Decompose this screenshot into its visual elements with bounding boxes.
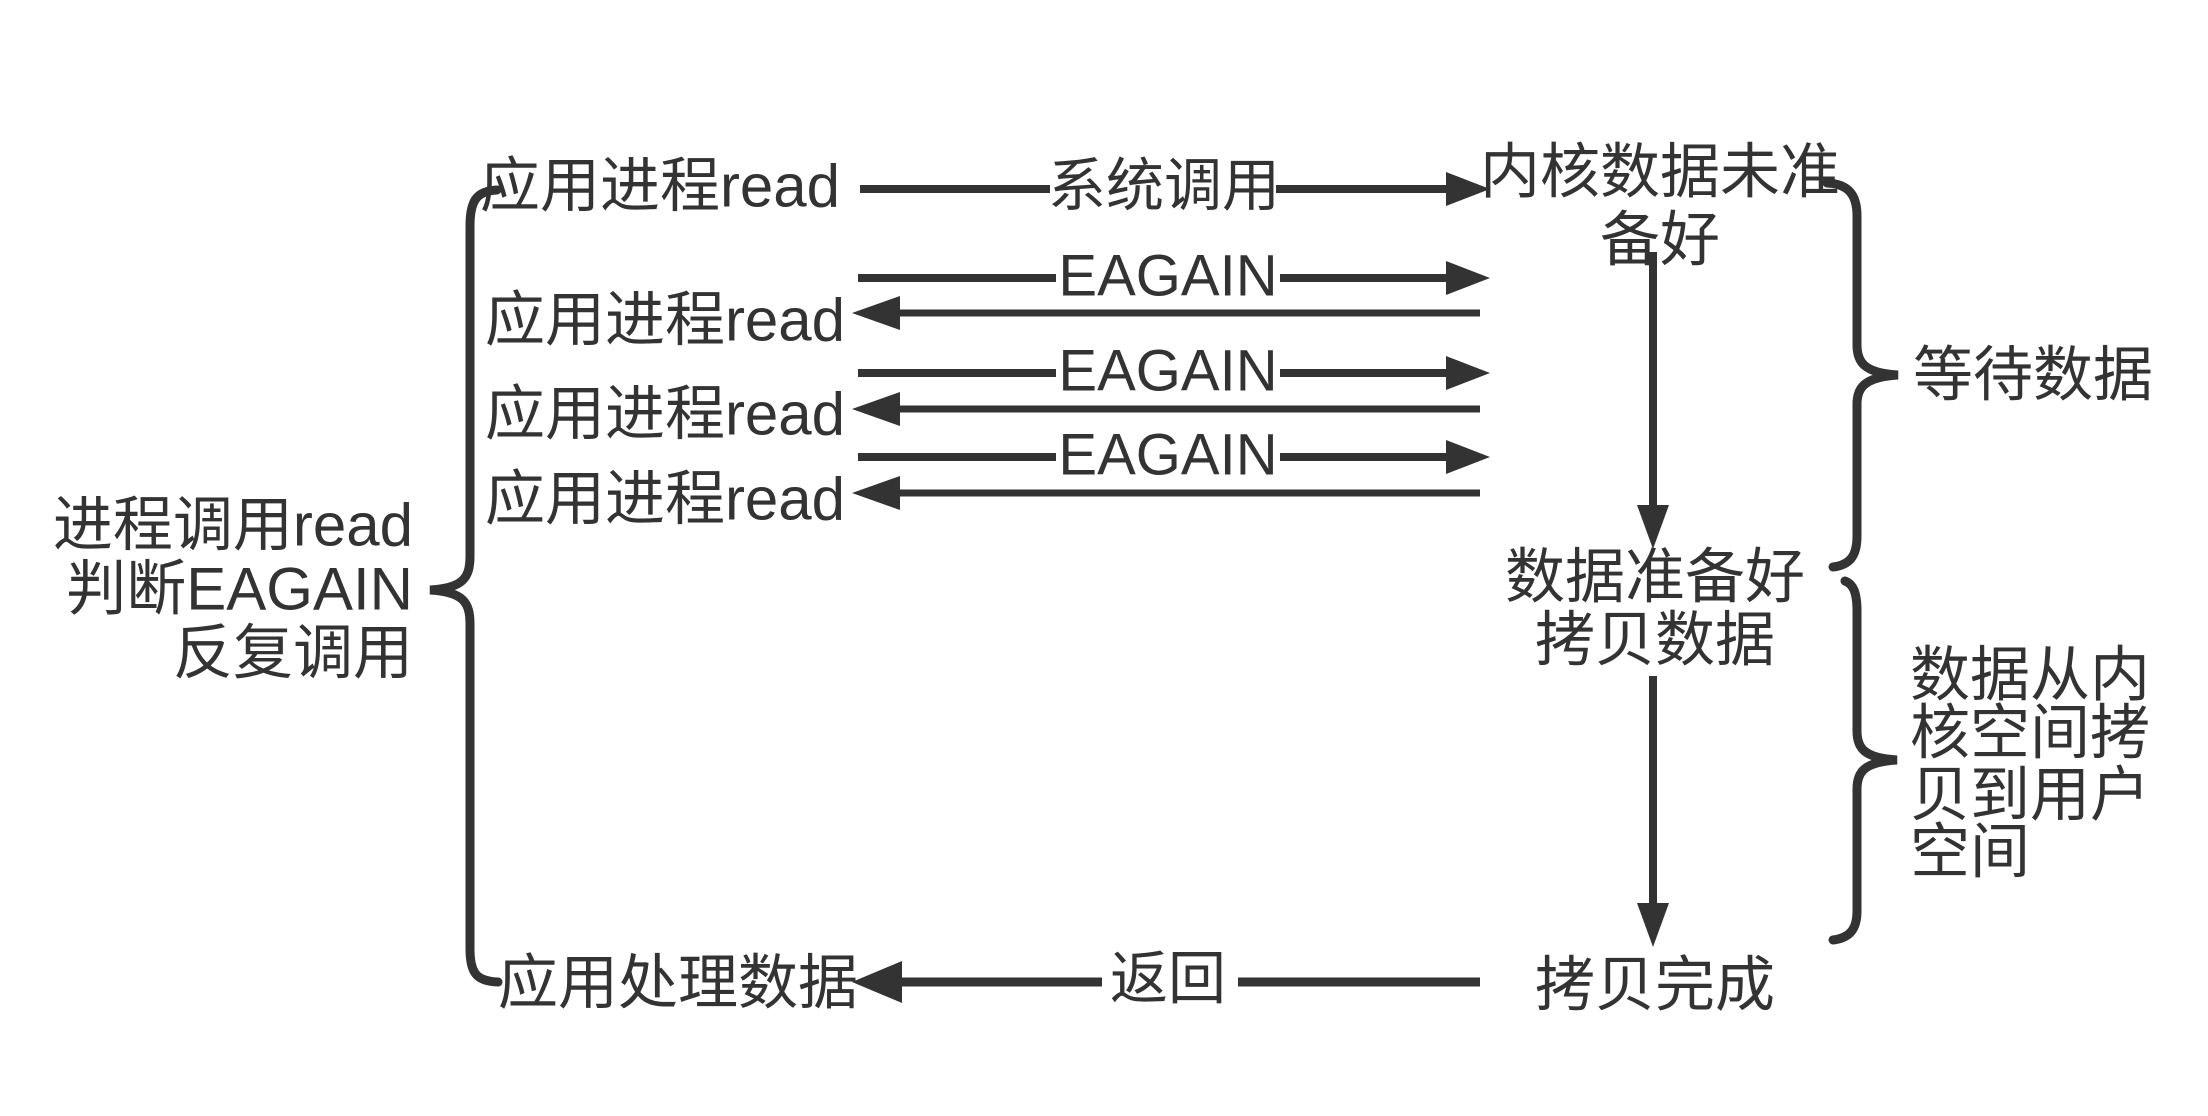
eagain-3-label: EAGAIN — [1058, 423, 1277, 488]
eagain-3-arrowhead-right — [1446, 440, 1490, 474]
eagain-2-arrowhead-right — [1446, 356, 1490, 390]
left-note-line-1: 进程调用read — [53, 492, 413, 559]
return-row: 应用处理数据 返回 — [498, 947, 1480, 1017]
data-ready-line-2: 拷贝数据 — [1535, 607, 1775, 674]
kernel-not-ready-node: 内核数据未准 备好 — [1480, 139, 1840, 274]
data-ready-line-1: 数据准备好 — [1505, 544, 1805, 611]
copy-note: 数据从内 核空间拷 贝到用户 空间 — [1910, 642, 2150, 886]
return-3-arrowhead-left — [852, 476, 900, 510]
syscall-arrow-label: 系统调用 — [1048, 154, 1280, 219]
return-2-arrowhead-left — [852, 392, 900, 426]
eagain-exchange-3: EAGAIN 应用进程read — [485, 423, 1490, 533]
copy-data-brace — [1828, 576, 1898, 945]
app-read-node-2: 应用进程read — [485, 287, 845, 354]
app-read-node-4: 应用进程read — [485, 466, 845, 533]
copy-note-line-2: 核空间拷 — [1910, 700, 2150, 767]
eagain-exchange-1: EAGAIN 应用进程read — [485, 244, 1490, 354]
copy-arrow-down — [1637, 676, 1669, 947]
copy-note-line-4: 空间 — [1910, 819, 2030, 886]
copy-note-line-1: 数据从内 — [1910, 642, 2150, 709]
copy-arrowhead-down — [1637, 903, 1669, 947]
eagain-2-label: EAGAIN — [1058, 339, 1277, 404]
left-brace — [429, 185, 503, 987]
eagain-exchange-2: EAGAIN 应用进程read — [485, 339, 1490, 448]
data-ready-node: 数据准备好 拷贝数据 — [1505, 544, 1805, 674]
wait-arrowhead-down — [1637, 505, 1669, 549]
copy-done-node: 拷贝完成 — [1535, 952, 1775, 1019]
syscall-arrowhead-right — [1446, 172, 1490, 206]
left-note-line-2: 判断EAGAIN — [66, 556, 413, 623]
app-read-node-3: 应用进程read — [485, 381, 845, 448]
wait-data-brace — [1822, 178, 1899, 572]
app-read-node-1: 应用进程read — [480, 153, 840, 220]
wait-data-note: 等待数据 — [1913, 342, 2153, 409]
eagain-1-arrowhead-right — [1446, 261, 1490, 295]
left-note-line-3: 反复调用 — [173, 620, 413, 687]
left-note: 进程调用read 判断EAGAIN 反复调用 — [53, 492, 413, 687]
wait-arrow-down — [1637, 252, 1669, 549]
return-1-arrowhead-left — [852, 296, 900, 330]
app-read-row-1: 应用进程read 系统调用 — [480, 153, 1490, 220]
eagain-1-label: EAGAIN — [1058, 244, 1277, 309]
return-arrowhead-left — [852, 961, 902, 1003]
kernel-not-ready-line-2: 备好 — [1600, 207, 1720, 274]
app-process-node: 应用处理数据 — [498, 950, 858, 1017]
return-label: 返回 — [1110, 947, 1226, 1012]
kernel-not-ready-line-1: 内核数据未准 — [1480, 139, 1840, 206]
copy-note-line-3: 贝到用户 — [1910, 762, 2150, 829]
